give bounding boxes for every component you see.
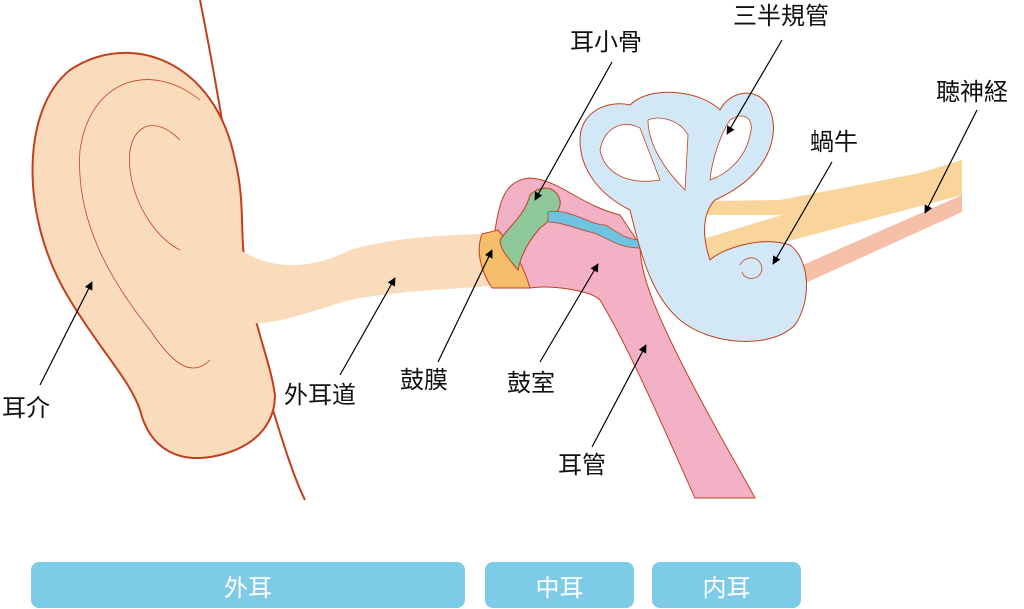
section-inner-ear: 内耳 — [652, 562, 801, 608]
vestibular-nerve-shape — [635, 165, 962, 215]
ear-canal-shape — [240, 234, 500, 324]
pinna-shape — [31, 51, 277, 459]
arrow-eustachian-tube — [591, 344, 647, 448]
label-pinna: 耳介 — [2, 394, 50, 422]
arrow-ear-canal — [339, 277, 396, 376]
arrow-eardrum — [437, 249, 493, 363]
label-ear-canal: 外耳道 — [284, 381, 356, 409]
label-semicircular-canals: 三半規管 — [733, 2, 829, 30]
section-middle-ear: 中耳 — [485, 562, 634, 608]
arrow-tympanic-cavity — [539, 263, 599, 363]
label-cochlea: 蝸牛 — [810, 128, 858, 156]
facial-nerve-shape — [780, 195, 962, 290]
label-tympanic-cavity: 鼓室 — [507, 369, 555, 397]
arrow-ossicles — [534, 61, 613, 201]
ossicles-shape — [499, 187, 561, 272]
section-outer-ear: 外耳 — [31, 562, 465, 608]
label-ossicles: 耳小骨 — [570, 28, 642, 56]
label-eustachian-tube: 耳管 — [558, 451, 606, 479]
arrow-pinna — [39, 281, 93, 386]
arrow-cochlea — [772, 161, 833, 265]
label-auditory-nerve: 聴神経 — [936, 78, 1008, 106]
label-eardrum: 鼓膜 — [400, 366, 448, 394]
arrow-auditory-nerve — [924, 109, 978, 214]
arrow-semicircular-canals — [726, 39, 783, 135]
